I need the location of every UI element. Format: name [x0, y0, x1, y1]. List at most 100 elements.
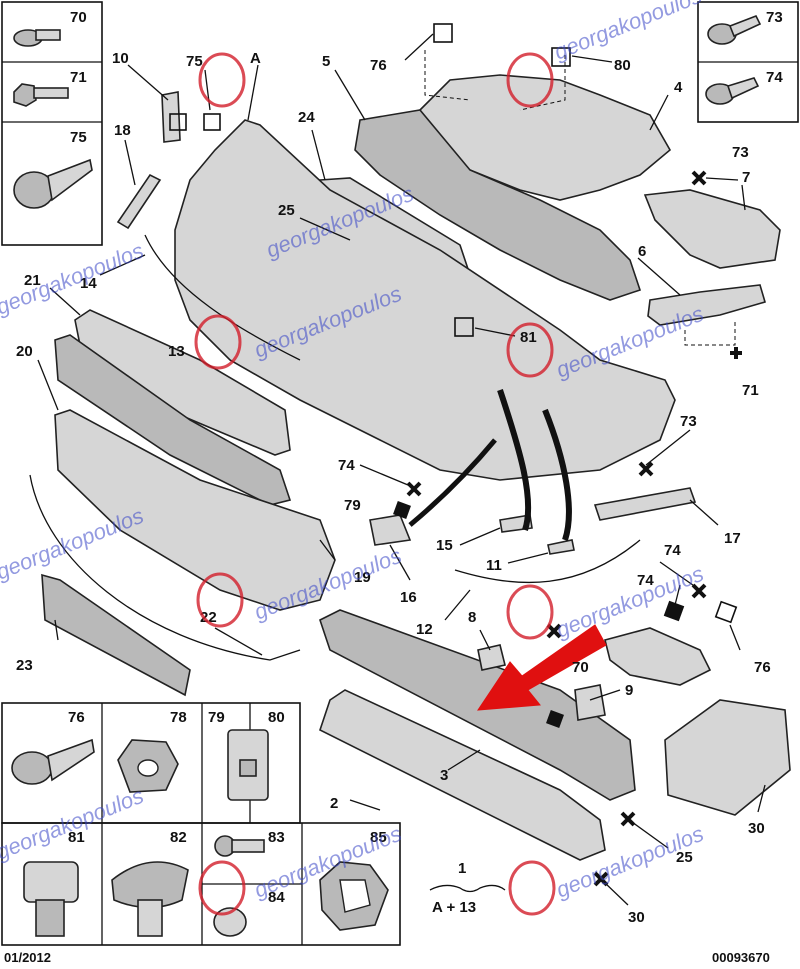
part-bumper-cover	[174, 119, 676, 481]
part-14-strip	[144, 234, 301, 361]
label-85: 85	[370, 829, 387, 846]
part-16-clip	[369, 514, 412, 546]
part-3-beam	[319, 609, 636, 801]
screw-icon	[13, 158, 93, 209]
part-17-reflector	[593, 487, 697, 521]
part-8-bracket	[477, 644, 506, 671]
callout-15: 15	[436, 537, 453, 554]
callout-7: 7	[742, 169, 750, 186]
callout-10: 10	[112, 50, 129, 67]
callout-76b: 74	[664, 542, 681, 559]
part-5-absorber	[354, 109, 642, 301]
assembly-formula-text: A + 13	[432, 899, 476, 916]
callout-22: 22	[200, 609, 217, 626]
part-7-side-bracket	[643, 189, 781, 269]
logo-icon	[194, 52, 556, 916]
part-9-bracket	[574, 684, 606, 721]
callout-74: 71	[742, 382, 759, 399]
label-76: 76	[68, 709, 85, 726]
part-20-grille	[54, 334, 292, 506]
label-81: 81	[68, 829, 85, 846]
callout-82-top: 76	[370, 57, 387, 74]
callout-2: 2	[330, 795, 338, 812]
watermark-text: georgakopoulos	[553, 561, 708, 643]
callout-labels: 10 75 A 5 76 80 4 24 18 73 7 25 6 14 21 …	[16, 50, 771, 926]
footer-code: 00093670	[712, 950, 770, 965]
label-75: 75	[70, 129, 87, 146]
wire-band	[408, 438, 497, 527]
callout-24: 24	[298, 109, 315, 126]
part-18-trim	[116, 173, 162, 230]
callout-5: 5	[322, 53, 330, 70]
label-82: 82	[170, 829, 187, 846]
callout-18: 18	[114, 122, 131, 139]
callout-82: 76	[754, 659, 771, 676]
callout-70: 25	[676, 849, 693, 866]
assembly-formula: 1 A + 13	[429, 860, 506, 916]
arrow-icon	[477, 624, 607, 711]
callout-75: 73	[732, 144, 749, 161]
label-70: 70	[70, 9, 87, 26]
label-73: 73	[766, 9, 783, 26]
callout-79: 74	[637, 572, 654, 589]
callout-20: 20	[16, 343, 33, 360]
callout-19: 19	[354, 569, 371, 586]
callout-25: 25	[278, 202, 295, 219]
screw-icon	[11, 738, 95, 785]
callout-30: 30	[748, 820, 765, 837]
callout-71: 30	[628, 909, 645, 926]
watermark-text: georgakopoulos	[0, 238, 147, 320]
label-74: 74	[766, 69, 783, 86]
callout-81: 75	[186, 53, 203, 70]
part-2-lower-absorber	[319, 689, 606, 861]
callout-3: 3	[440, 767, 448, 784]
label-84: 84	[268, 889, 285, 906]
callout-13: 13	[168, 343, 185, 360]
push-pin-icon	[111, 861, 189, 937]
callout-84-top: 80	[614, 57, 631, 74]
wire-band	[542, 408, 572, 541]
part-12-moulding	[454, 539, 641, 584]
callout-A: A	[250, 50, 261, 67]
callout-8: 8	[468, 609, 476, 626]
clip-icon	[227, 729, 269, 801]
part-19-lower-grille	[54, 409, 336, 611]
watermark-text: georgakopoulos	[551, 0, 706, 65]
bolt-icon	[705, 77, 760, 105]
part-11-cover	[547, 539, 575, 555]
part-10-clip	[161, 91, 181, 143]
callout-80: 79	[344, 497, 361, 514]
watermark-text: georgakopoulos	[0, 503, 147, 585]
fastener-box-top-right: 73 74	[697, 1, 799, 123]
speed-nut-icon	[319, 861, 389, 931]
nut-icon	[117, 739, 179, 793]
callout-17: 17	[724, 530, 741, 547]
bolt-icon	[13, 83, 69, 107]
callout-4: 4	[674, 79, 683, 96]
fastener-box-bottom: 76 78 79 80 81 82 83 84 85	[1, 702, 401, 946]
part-23-lower-grille	[41, 573, 191, 697]
wire-band	[497, 389, 532, 531]
part-30-clip-kit	[664, 699, 791, 816]
callout-21: 21	[24, 272, 41, 289]
bolt-icon	[13, 29, 61, 47]
callout-6: 6	[638, 243, 646, 260]
rivet-icon	[23, 861, 79, 937]
callout-76: 74	[338, 457, 355, 474]
label-78: 78	[170, 709, 187, 726]
label-83: 83	[268, 829, 285, 846]
callout-11: 11	[486, 557, 502, 574]
push-pin-icon	[214, 835, 265, 857]
footer-date: 01/2012	[4, 950, 51, 965]
callout-12: 12	[416, 621, 433, 638]
part-fog-cover-right	[604, 627, 712, 686]
callout-85: 81	[520, 329, 537, 346]
part-6-bracket	[647, 284, 766, 326]
callout-75b: 73	[680, 413, 697, 430]
fastener-box-top-left: 70 71 75	[1, 1, 103, 246]
callout-16: 16	[400, 589, 417, 606]
assembly-number: 1	[458, 860, 466, 877]
part-22-strip	[29, 474, 301, 661]
label-80: 80	[268, 709, 285, 726]
